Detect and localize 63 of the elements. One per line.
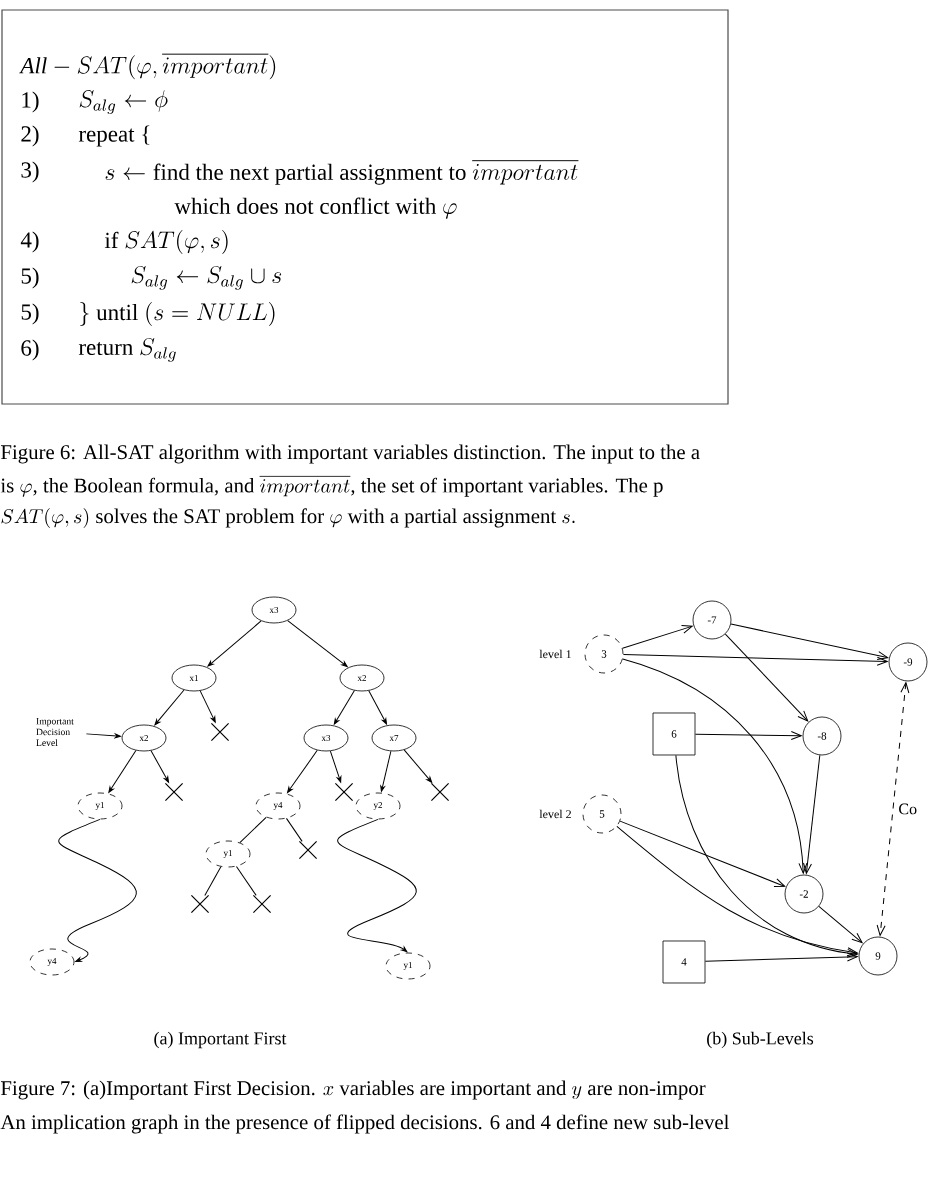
algorithm-line: $S_{alg} \leftarrow \phi$	[79, 90, 168, 114]
arrow	[380, 750, 392, 792]
algorithm-line: $\}\text{ until }(s=NULL)$	[80, 302, 275, 326]
arrow	[622, 624, 693, 649]
line-number: 4)	[20, 231, 39, 253]
wavy-arrow	[337, 818, 417, 953]
cross-mark	[210, 722, 230, 742]
cross-mark	[252, 894, 272, 914]
caption-text: An implication graph in the presence of flipped decisions. 6 and 4 define new sub-level	[0, 1114, 729, 1134]
caption-text: Figure 6: All-SAT algorithm with important variables distinction. The input to the a	[1, 444, 700, 464]
algorithm-line: $\text{which does not conflict with } \varphi$	[174, 197, 457, 219]
arrow	[207, 620, 262, 667]
line	[285, 817, 303, 842]
arrow	[287, 620, 348, 668]
line-number: 6)	[21, 339, 39, 361]
line-number: 1)	[22, 91, 39, 113]
arrow	[368, 690, 387, 725]
arrow	[803, 754, 821, 874]
arrow	[85, 733, 121, 739]
cross-mark	[334, 782, 354, 802]
arrow	[199, 690, 216, 723]
algorithm-line: $s \leftarrow \text{find the next partial assignment to } \overline{important}$	[105, 160, 579, 185]
line	[235, 865, 257, 896]
cross-mark	[164, 782, 184, 802]
line-number: 5)	[21, 267, 39, 289]
edge-label: Co	[899, 803, 917, 815]
arrow	[154, 689, 185, 726]
subcaption: (b) Sub-Levels	[707, 1031, 814, 1049]
caption-text: $\text{Figure 7: (a)Important First Decision. }x\text{ variables are important and }y\text{ are non-impor}$	[1, 1080, 706, 1100]
arrow	[724, 633, 809, 722]
algorithm-line: $\text{if } SAT(\varphi,s)$	[104, 230, 228, 254]
subcaption: (a) Important First	[154, 1031, 287, 1049]
line-number: 2)	[21, 125, 39, 147]
line	[204, 866, 222, 896]
cross-mark	[430, 782, 450, 802]
arrow	[287, 749, 318, 793]
caption-text: $SAT(\varphi,s)\text{ solves the SAT problem for }\varphi\text{ with a partial assignment }s.$	[1, 507, 575, 528]
caption-text: $\text{is } \varphi\text{, the Boolean formula, and } \overline{important}\text{, the set of important variables. The p}$	[0, 476, 663, 497]
arrow	[329, 750, 342, 783]
arrow	[818, 905, 863, 944]
algorithm-line: repeat {	[78, 125, 150, 147]
arrow	[403, 749, 433, 783]
arrow	[694, 731, 802, 741]
line	[239, 816, 267, 844]
arrow	[619, 820, 786, 887]
line-number: 3)	[21, 161, 39, 183]
arrow	[616, 825, 858, 957]
arrow	[333, 690, 355, 725]
cross-mark	[298, 840, 318, 860]
algorithm-line: $\text{return } S_{alg}$	[78, 337, 176, 362]
arrow	[622, 658, 808, 874]
line-number: 5)	[21, 303, 39, 325]
arrow	[730, 623, 889, 660]
arrow	[108, 750, 137, 793]
wavy-arrow	[58, 818, 137, 962]
algorithm-header: $\mathit{All}-SAT(\varphi,\overline{important})$	[19, 54, 276, 80]
arrow	[675, 754, 858, 958]
arrow	[704, 952, 858, 962]
arrow	[150, 750, 170, 783]
arrow	[622, 654, 888, 666]
cross-mark	[190, 894, 210, 914]
algorithm-line: $S_{alg} \leftarrow S_{alg} \cup s$	[131, 265, 282, 290]
dashed-arrow	[876, 682, 910, 936]
